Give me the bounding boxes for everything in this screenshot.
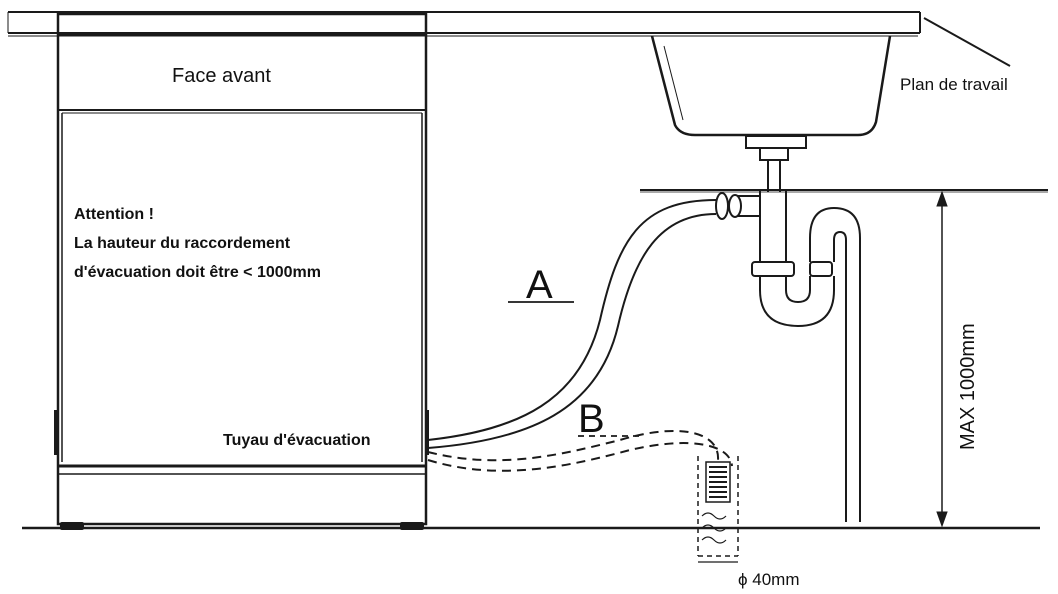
front-panel-label: Face avant: [172, 65, 271, 87]
pipe-diameter-label: ϕ 40mm: [738, 570, 799, 589]
option-a-label: A: [526, 263, 553, 307]
max-height-label: MAX 1000mm: [957, 323, 979, 450]
warning-line-1: La hauteur du raccordement: [74, 235, 291, 252]
height-dimension: [936, 190, 948, 528]
warning-line-2: d'évacuation doit être < 1000mm: [74, 264, 321, 281]
worktop: [7, 11, 921, 37]
warning-title: Attention !: [74, 206, 154, 223]
worktop-label: Plan de travail: [900, 75, 1008, 94]
dishwasher-cabinet: [54, 12, 429, 526]
floor-standpipe: [697, 456, 739, 563]
drain-hose-option-b: [427, 429, 733, 472]
drain-hose-label: Tuyau d'évacuation: [223, 432, 371, 449]
sink-outlet: [745, 135, 807, 192]
siphon-trap: [715, 190, 861, 522]
drain-hose-option-a: [427, 199, 717, 449]
worktop-pointer-line: [923, 17, 1011, 67]
option-b-label: B: [578, 397, 605, 441]
sink-basin: [650, 35, 892, 137]
